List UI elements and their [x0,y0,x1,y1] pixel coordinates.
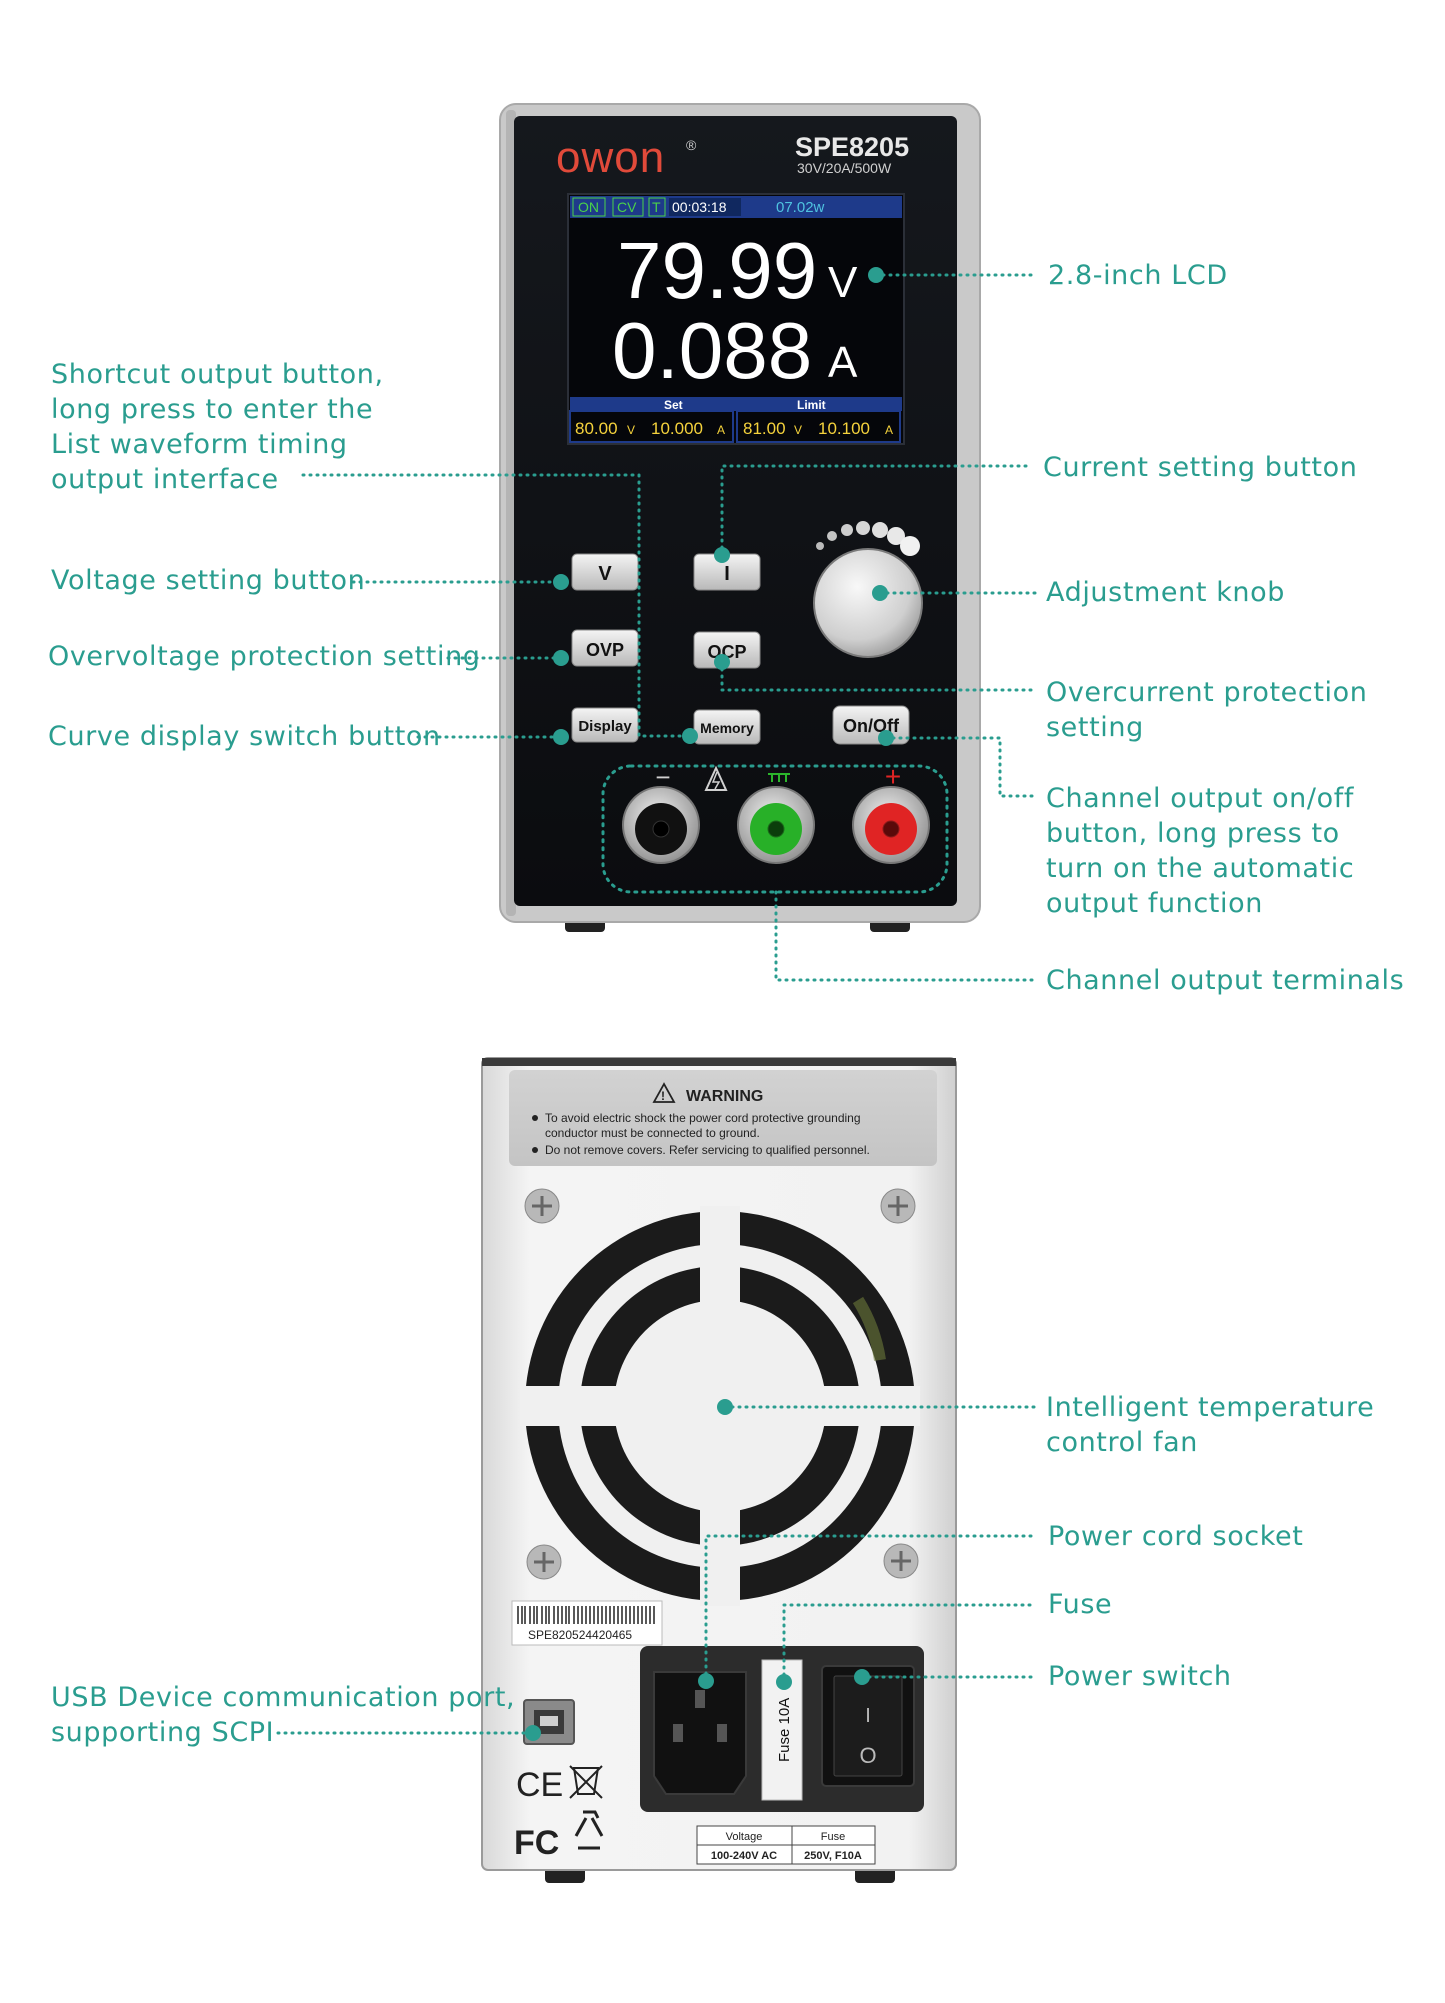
callout-voltage-setting: Voltage setting button [51,565,366,596]
callout-ocp: Overcurrent protection setting [1046,677,1368,743]
svg-text:O: O [859,1743,876,1768]
svg-text:Fuse: Fuse [821,1831,845,1843]
screw [526,1544,562,1580]
callout-usb: USB Device communication port, supportin… [51,1682,516,1748]
callout-terminals: Channel output terminals [1046,965,1405,996]
screw [524,1188,560,1224]
leader-dots [525,267,894,1741]
weee-icon [569,1765,603,1799]
callout-power-switch: Power switch [1048,1661,1232,1692]
lcd-limit-current: 10.100 [818,419,870,438]
lcd-power: 07.02w [776,199,825,216]
callout-fan: Intelligent temperature control fan [1046,1392,1375,1458]
lcd-current-unit: A [828,338,858,387]
svg-text:250V, F10A: 250V, F10A [804,1850,862,1862]
brand-logo: owon [556,133,665,182]
svg-text:V: V [627,423,635,437]
output-terminals[interactable]: − + [601,761,949,894]
svg-text:®: ® [686,137,697,153]
terminal-plus-label: + [885,761,901,792]
lcd-voltage: 79.99 [617,226,817,315]
ovp-button[interactable]: OVP [571,629,639,667]
display-button[interactable]: Display [571,707,639,743]
callout-power-socket: Power cord socket [1048,1521,1304,1552]
fuse-label: Fuse 10A [776,1698,793,1762]
status-cv: CV [617,199,637,215]
fc-mark: FC [514,1824,559,1862]
serial-sticker: SPE820524420465 [511,1600,663,1646]
callout-fuse: Fuse [1048,1589,1113,1620]
lcd-voltage-unit: V [828,258,858,307]
callout-onoff: Channel output on/off button, long press… [1046,783,1355,919]
terminal-ground[interactable] [737,786,815,864]
power-switch[interactable]: I O [821,1665,915,1787]
power-cord-socket[interactable] [653,1671,747,1795]
callout-lcd: 2.8-inch LCD [1048,260,1228,291]
v-button[interactable]: V [571,553,639,591]
lcd-set-label: Set [664,398,683,412]
onoff-button[interactable]: On/Off [832,705,910,745]
svg-text:A: A [717,423,725,437]
svg-text:I: I [724,563,730,585]
warning-label: ! WARNING To avoid electric shock the po… [509,1070,937,1166]
svg-text:V: V [794,423,802,437]
ce-mark: CE [516,1766,563,1804]
warning-line-1: To avoid electric shock the power cord p… [545,1111,861,1125]
model-spec: 30V/20A/500W [797,160,892,176]
svg-text:Voltage: Voltage [726,1831,763,1843]
adjustment-knob[interactable] [813,521,923,658]
callout-current-setting: Current setting button [1043,452,1358,483]
svg-text:Display: Display [578,718,632,735]
warning-title: WARNING [686,1088,763,1105]
power-module: Fuse 10A I O [640,1646,924,1812]
barcode [517,1606,655,1624]
recycle-icon [574,1810,604,1850]
svg-text:A: A [885,423,893,437]
svg-text:Memory: Memory [700,720,754,736]
callout-shortcut: Shortcut output button, long press to en… [51,359,384,495]
lcd-timer: 00:03:18 [672,199,727,215]
terminal-negative[interactable] [622,786,700,864]
callout-ovp: Overvoltage protection setting [48,641,481,672]
svg-text:!: ! [661,1089,665,1103]
svg-text:V: V [598,563,612,585]
screw [883,1543,919,1579]
lcd-screen: ON CV T 00:03:18 07.02w 79.99 V 0.088 A … [567,193,905,445]
status-on: ON [578,199,599,215]
warning-line-2: conductor must be connected to ground. [545,1126,760,1140]
warning-line-3: Do not remove covers. Refer servicing to… [545,1143,870,1157]
lcd-set-voltage: 80.00 [575,419,618,438]
screw [880,1188,916,1224]
front-device: owon ® SPE8205 30V/20A/500W ON CV T 00:0… [499,103,981,932]
serial-number: SPE820524420465 [528,1628,632,1642]
terminal-minus-label: − [655,762,670,792]
memory-button[interactable]: Memory [693,709,761,745]
lcd-limit-label: Limit [797,398,826,412]
svg-text:OVP: OVP [586,640,624,660]
terminal-positive[interactable] [852,786,930,864]
lcd-current: 0.088 [612,306,812,395]
status-t: T [652,199,661,215]
callout-knob: Adjustment knob [1046,577,1286,608]
callout-curve: Curve display switch button [48,721,441,752]
model-name: SPE8205 [795,132,909,162]
lcd-limit-voltage: 81.00 [743,419,786,438]
svg-text:100-240V AC: 100-240V AC [711,1850,777,1862]
svg-text:I: I [865,1705,871,1727]
leader-lines [276,273,1037,1735]
rating-table: Voltage Fuse 100-240V AC 250V, F10A [696,1825,876,1865]
lcd-set-current: 10.000 [651,419,703,438]
rear-device: ! WARNING To avoid electric shock the po… [481,1057,957,1883]
